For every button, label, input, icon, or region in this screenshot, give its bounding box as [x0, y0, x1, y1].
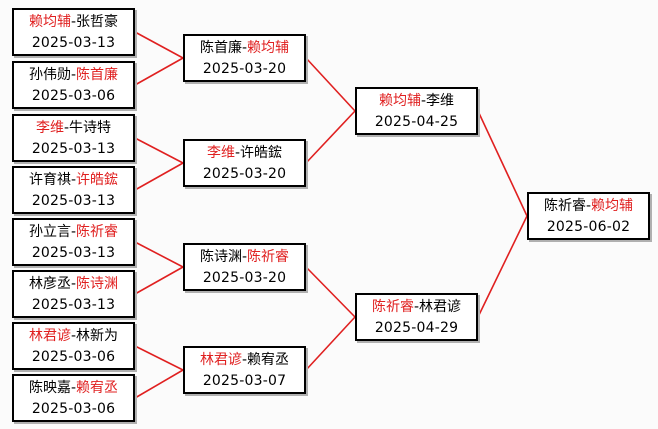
- match-players: 赖均辅-李维: [378, 93, 455, 109]
- player-2: 林新为: [76, 328, 119, 344]
- player-2: 陈诗渊: [76, 276, 119, 292]
- match-box-r3m1: 赖均辅-李维 2025-04-25: [355, 87, 478, 135]
- connector-line: [134, 31, 184, 59]
- match-date: 2025-03-13: [31, 297, 116, 313]
- player-1: 林君谚: [28, 328, 71, 344]
- match-players: 许育祺-许皓鋐: [28, 172, 119, 188]
- match-players: 孙立言-陈祈睿: [28, 224, 119, 240]
- match-box-r1m3: 李维-牛诗特 2025-03-13: [12, 114, 135, 162]
- match-players: 陈映嘉-赖宥丞: [28, 380, 119, 396]
- match-date: 2025-03-20: [202, 166, 287, 182]
- player-2: 许皓鋐: [240, 145, 283, 161]
- player-2: 陈首廉: [76, 67, 119, 83]
- match-box-r1m7: 林君谚-林新为 2025-03-06: [12, 322, 135, 370]
- connector-line: [477, 110, 528, 217]
- match-players: 陈首廉-赖均辅: [199, 40, 290, 56]
- match-box-r1m5: 孙立言-陈祈睿 2025-03-13: [12, 218, 135, 266]
- player-2: 赖均辅: [591, 198, 634, 214]
- match-box-r2m3: 陈诗渊-陈祈睿 2025-03-20: [183, 243, 306, 291]
- player-2: 牛诗特: [69, 120, 112, 136]
- player-1: 赖均辅: [28, 14, 71, 30]
- connector-line: [305, 316, 356, 371]
- connector-line: [134, 241, 184, 268]
- match-box-r2m4: 林君谚-赖宥丞 2025-03-07: [183, 346, 306, 394]
- match-date: 2025-04-25: [374, 114, 459, 130]
- match-box-final: 陈祈睿-赖均辅 2025-06-02: [527, 192, 650, 240]
- connector-line: [305, 266, 356, 318]
- player-2: 许皓鋐: [76, 172, 119, 188]
- match-date: 2025-03-06: [31, 401, 116, 417]
- match-date: 2025-03-13: [31, 193, 116, 209]
- player-1: 孙伟勋: [28, 67, 71, 83]
- match-players: 陈诗渊-陈祈睿: [199, 249, 290, 265]
- match-players: 李维-许皓鋐: [206, 145, 283, 161]
- connector-line: [134, 162, 184, 191]
- player-1: 李维: [206, 145, 235, 161]
- player-2: 李维: [426, 93, 455, 109]
- match-players: 陈祈睿-赖均辅: [543, 198, 634, 214]
- connector-line: [477, 215, 528, 318]
- player-1: 赖均辅: [378, 93, 421, 109]
- match-box-r1m2: 孙伟勋-陈首廉 2025-03-06: [12, 61, 135, 109]
- match-players: 林君谚-林新为: [28, 328, 119, 344]
- connector-line: [134, 137, 184, 164]
- match-box-r1m4: 许育祺-许皓鋐 2025-03-13: [12, 166, 135, 214]
- player-1: 许育祺: [28, 172, 71, 188]
- match-date: 2025-03-06: [31, 349, 116, 365]
- match-date: 2025-03-13: [31, 35, 116, 51]
- connector-line: [134, 57, 184, 86]
- player-2: 赖均辅: [247, 40, 290, 56]
- player-1: 陈首廉: [199, 40, 242, 56]
- match-players: 陈祈睿-林君谚: [371, 299, 462, 315]
- player-2: 赖宥丞: [76, 380, 119, 396]
- match-date: 2025-03-13: [31, 141, 116, 157]
- player-1: 林彦丞: [28, 276, 71, 292]
- player-2: 陈祈睿: [76, 224, 119, 240]
- match-box-r2m2: 李维-许皓鋐 2025-03-20: [183, 139, 306, 187]
- player-1: 孙立言: [28, 224, 71, 240]
- match-date: 2025-03-13: [31, 245, 116, 261]
- match-date: 2025-03-20: [202, 270, 287, 286]
- match-date: 2025-06-02: [546, 219, 631, 235]
- player-1: 陈祈睿: [543, 198, 586, 214]
- match-date: 2025-04-29: [374, 320, 459, 336]
- connector-line: [134, 345, 184, 371]
- match-date: 2025-03-20: [202, 61, 287, 77]
- match-box-r1m8: 陈映嘉-赖宥丞 2025-03-06: [12, 374, 135, 422]
- match-players: 林君谚-赖宥丞: [199, 352, 290, 368]
- player-1: 陈祈睿: [371, 299, 414, 315]
- player-1: 李维: [35, 120, 64, 136]
- match-box-r2m1: 陈首廉-赖均辅 2025-03-20: [183, 34, 306, 82]
- match-players: 孙伟勋-陈首廉: [28, 67, 119, 83]
- player-2: 赖宥丞: [247, 352, 290, 368]
- connector-line: [305, 57, 356, 112]
- match-date: 2025-03-07: [202, 373, 287, 389]
- match-players: 林彦丞-陈诗渊: [28, 276, 119, 292]
- match-players: 赖均辅-张哲豪: [28, 14, 119, 30]
- connector-line: [134, 369, 184, 399]
- match-box-r1m6: 林彦丞-陈诗渊 2025-03-13: [12, 270, 135, 318]
- match-players: 李维-牛诗特: [35, 120, 112, 136]
- connector-line: [305, 110, 356, 164]
- connector-line: [134, 266, 184, 295]
- player-2: 张哲豪: [76, 14, 119, 30]
- match-box-r1m1: 赖均辅-张哲豪 2025-03-13: [12, 8, 135, 56]
- match-box-r3m2: 陈祈睿-林君谚 2025-04-29: [355, 293, 478, 341]
- player-2: 林君谚: [419, 299, 462, 315]
- player-2: 陈祈睿: [247, 249, 290, 265]
- match-date: 2025-03-06: [31, 88, 116, 104]
- player-1: 陈诗渊: [199, 249, 242, 265]
- player-1: 林君谚: [199, 352, 242, 368]
- player-1: 陈映嘉: [28, 380, 71, 396]
